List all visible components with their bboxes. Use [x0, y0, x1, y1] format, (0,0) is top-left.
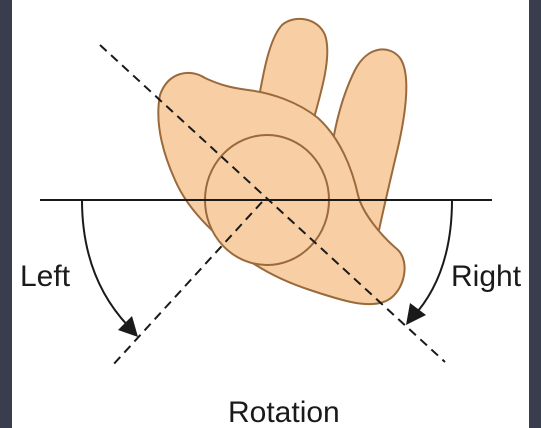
left-rotation-arc — [82, 200, 132, 330]
left-label: Left — [20, 260, 71, 293]
caption-label: Rotation — [228, 396, 340, 428]
right-arrow-head-icon — [406, 303, 426, 325]
right-rotation-arc — [412, 200, 452, 318]
right-label: Right — [451, 260, 522, 293]
tooth-shape — [158, 19, 406, 304]
dashed-axis-short — [112, 202, 262, 366]
